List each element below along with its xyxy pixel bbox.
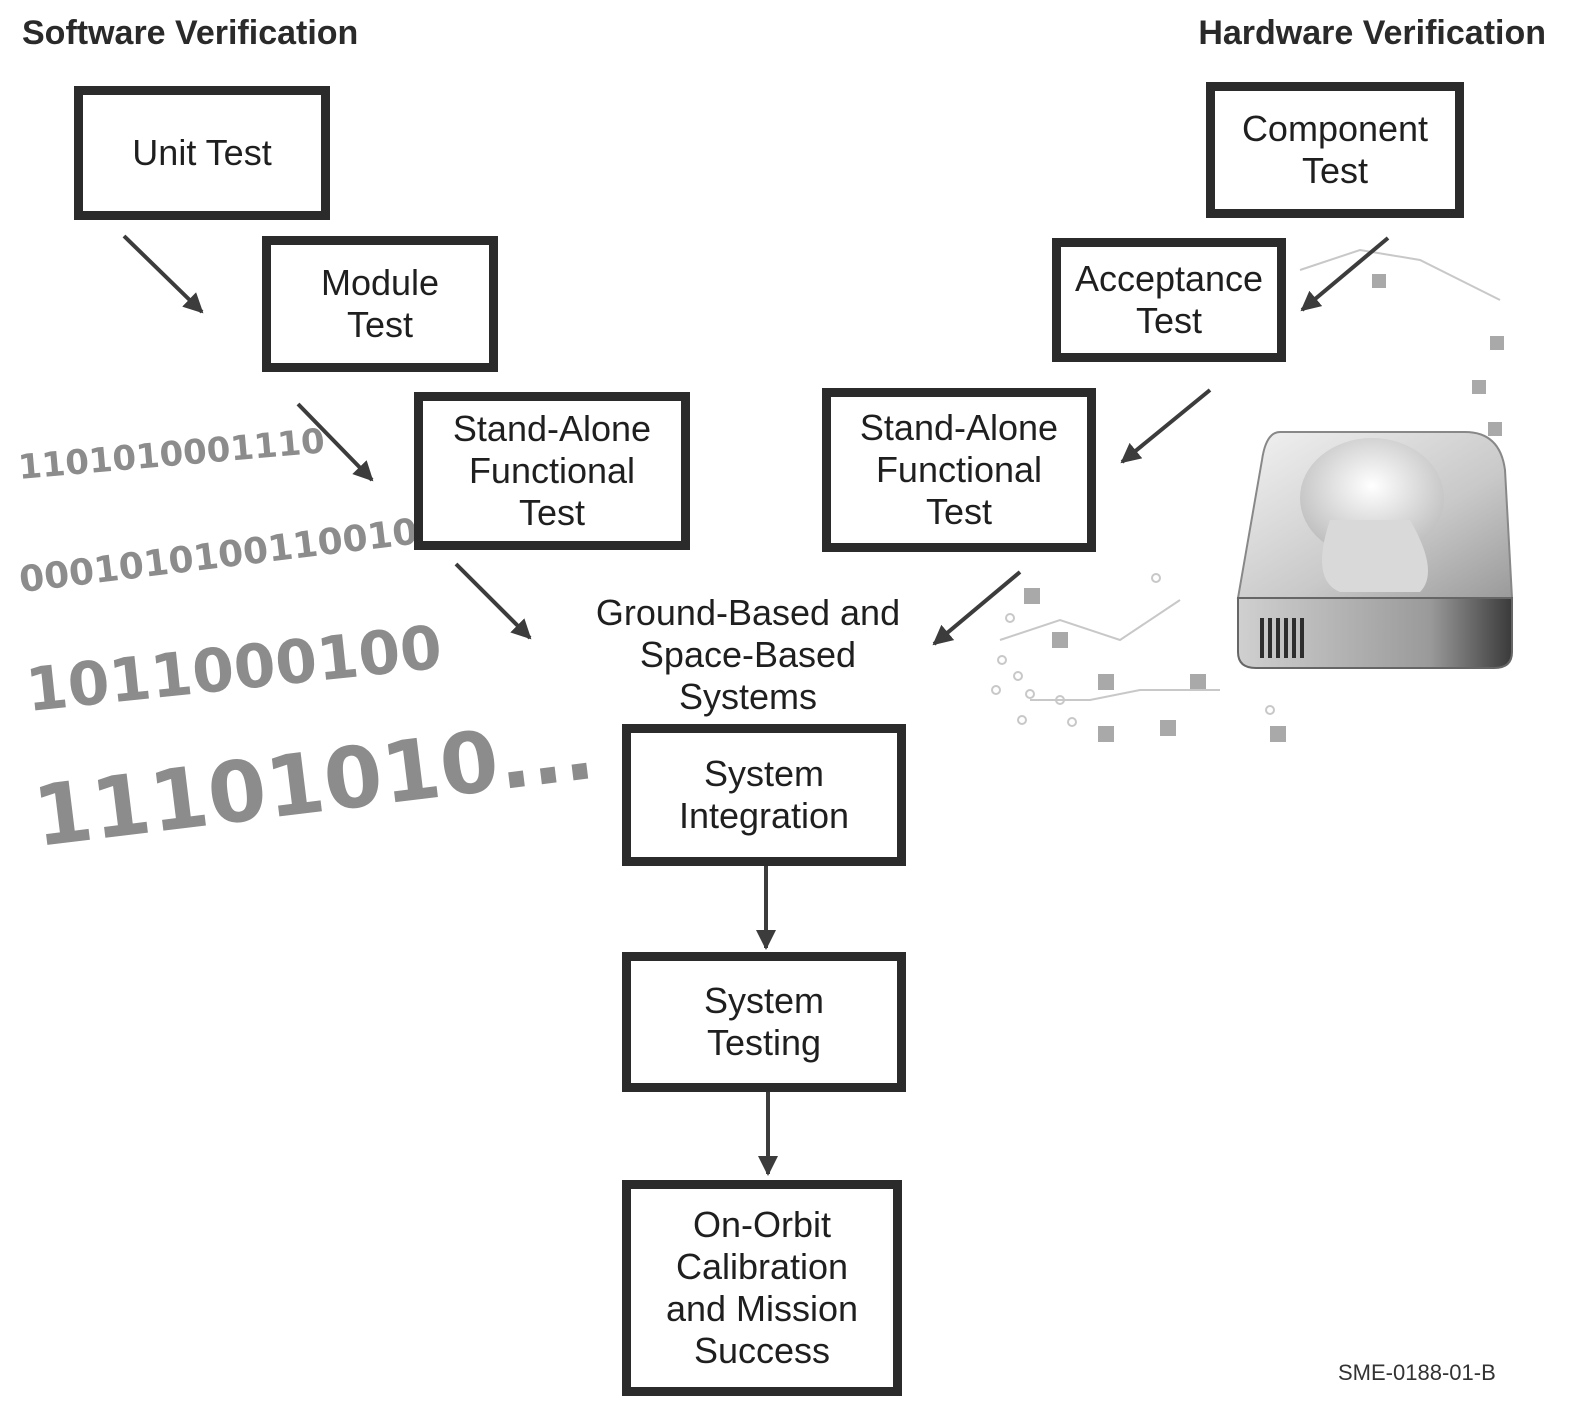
module-test-label-line: Module	[320, 261, 440, 303]
software-standalone-label-line: Test	[518, 492, 586, 534]
system-testing-label-line: Testing	[706, 1022, 822, 1063]
arrow-component-to-acceptance	[1300, 236, 1390, 312]
system-testing-label-line: System	[703, 979, 825, 1021]
acceptance-test-box: Acceptance Test	[1052, 238, 1286, 362]
hardware-standalone-label-line: Stand-Alone	[859, 406, 1059, 448]
module-test-label-line: Test	[346, 304, 414, 345]
ground-and-space-based-systems-label: Ground-Based and Space-Based Systems	[560, 592, 936, 718]
arrow-module-to-standalone-sw	[296, 402, 374, 482]
arrow-acceptance-to-standalone-hw	[1120, 388, 1212, 464]
software-verification-heading: Software Verification	[22, 14, 359, 52]
hardware-standalone-label-line: Functional	[875, 448, 1043, 490]
acceptance-test-label-line: Test	[1135, 300, 1203, 341]
unit-test-box: Unit Test	[74, 86, 330, 220]
system-testing-box: System Testing	[622, 952, 906, 1092]
on-orbit-label-line: Calibration	[675, 1245, 849, 1287]
arrow-standalone-sw-to-systems	[454, 562, 532, 640]
systems-label-line: Ground-Based and	[595, 592, 901, 633]
hardware-standalone-label-line: Test	[925, 491, 993, 533]
on-orbit-label-line: and Mission	[665, 1288, 859, 1329]
on-orbit-label-line: On-Orbit	[692, 1203, 832, 1245]
component-test-box: Component Test	[1206, 82, 1464, 218]
system-integration-box: System Integration	[622, 724, 906, 866]
system-integration-label-line: System	[703, 752, 825, 794]
hardware-standalone-functional-test-box: Stand-Alone Functional Test	[822, 388, 1096, 552]
arrow-unit-to-module	[122, 234, 204, 314]
on-orbit-calibration-box: On-Orbit Calibration and Mission Success	[622, 1180, 902, 1396]
systems-label-line: Systems	[678, 676, 818, 718]
figure-code: SME-0188-01-B	[1338, 1360, 1496, 1385]
component-test-label-line: Test	[1301, 150, 1369, 191]
systems-label-line: Space-Based	[639, 634, 857, 676]
arrow-standalone-hw-to-systems	[932, 570, 1022, 646]
hardware-verification-heading: Hardware Verification	[1198, 14, 1546, 52]
software-standalone-label-line: Stand-Alone	[452, 407, 652, 449]
unit-test-label: Unit Test	[132, 131, 272, 173]
acceptance-test-label-line: Acceptance	[1074, 257, 1264, 299]
on-orbit-label-line: Success	[693, 1330, 831, 1372]
software-standalone-label-line: Functional	[468, 449, 636, 491]
hard-drive-icon	[1236, 431, 1514, 669]
software-standalone-functional-test-box: Stand-Alone Functional Test	[414, 392, 690, 550]
system-integration-label-line: Integration	[678, 795, 850, 836]
circuit-dots-decoration	[991, 248, 1504, 742]
component-test-label-line: Component	[1241, 107, 1429, 149]
module-test-box: Module Test	[262, 236, 498, 372]
